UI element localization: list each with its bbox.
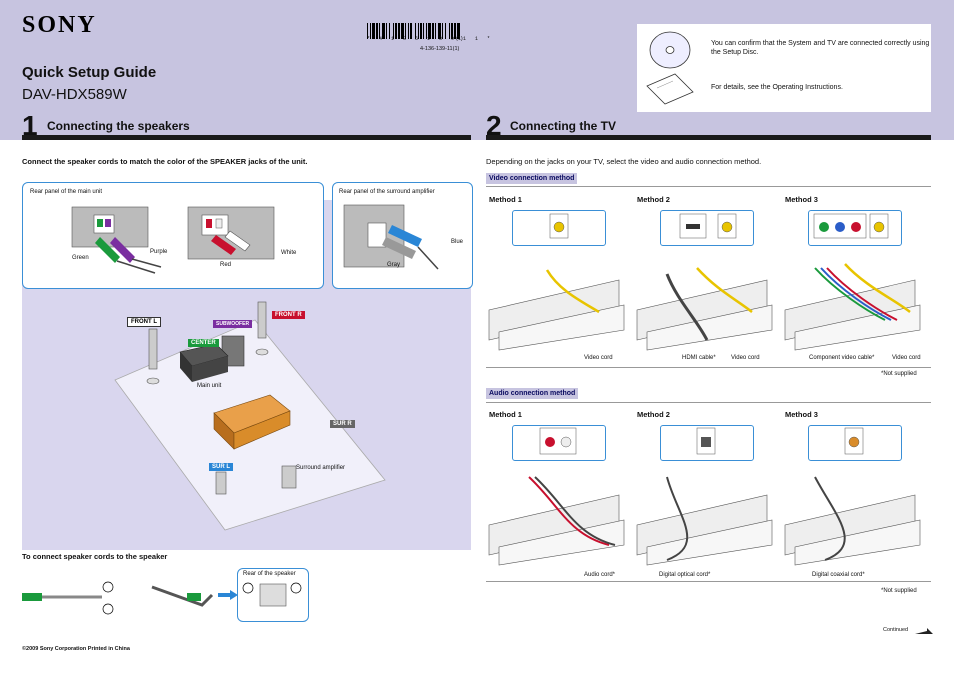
- speaker-terminal-illustration: [242, 582, 302, 607]
- manual-icon: [646, 73, 694, 105]
- audio-m1-connection-drawing: [488, 476, 625, 566]
- audio-method-3-label: Method 3: [785, 410, 818, 419]
- copyright: ©2009 Sony Corporation Printed in China: [22, 646, 130, 652]
- section1-lead: Connect the speaker cords to match the c…: [22, 157, 308, 166]
- video-m2-connection-drawing: [636, 267, 773, 351]
- video-m3-cord-2: Video cord: [892, 355, 921, 361]
- audio-rule-bottom: [486, 581, 931, 582]
- section2-title: Connecting the TV: [510, 119, 616, 133]
- audio-not-supplied: *Not supplied: [881, 588, 917, 594]
- video-m2-tv-panel: [660, 210, 754, 246]
- surround-amp-jacks: [343, 204, 439, 270]
- arrow-right-icon: [218, 590, 238, 600]
- label-blue: Blue: [451, 239, 464, 245]
- label-white: White: [281, 250, 297, 256]
- audio-m3-connection-drawing: [784, 476, 921, 566]
- video-rule-bottom: [486, 367, 931, 368]
- label-green: Green: [72, 255, 89, 261]
- info-manual-text: For details, see the Operating Instructi…: [711, 84, 843, 91]
- surround-amplifier-icon: [281, 465, 297, 489]
- video-method-heading: Video connection method: [486, 173, 578, 184]
- main-rear-panel: [22, 182, 324, 289]
- video-rule-top: [486, 186, 931, 187]
- audio-rule-top: [486, 402, 931, 403]
- continued-arrow-icon: [915, 628, 933, 634]
- section2-lead: Depending on the jacks on your TV, selec…: [486, 157, 762, 166]
- surround-amp-label: Surround amplifier: [296, 465, 346, 471]
- tag-front-l: FRONT L: [127, 317, 161, 327]
- video-method-1-label: Method 1: [489, 195, 522, 204]
- barcode: [367, 23, 460, 39]
- green-purple-plugs: [95, 237, 162, 274]
- rear-speaker-panel: [237, 568, 309, 622]
- section2-number: 2: [486, 110, 502, 141]
- section1-title: Connecting the speakers: [47, 119, 190, 133]
- setup-disc-icon: [649, 31, 691, 69]
- audio-method-2-label: Method 2: [637, 410, 670, 419]
- model-number: DAV-HDX589W: [22, 86, 127, 103]
- main-unit-label: Main unit: [197, 383, 222, 389]
- label-purple: Purple: [150, 249, 168, 255]
- sofa-icon: [213, 394, 291, 450]
- continued-label: Continued: [883, 627, 909, 633]
- main-unit-and-subwoofer: [179, 335, 245, 382]
- video-method-3-label: Method 3: [785, 195, 818, 204]
- barcode-suffix: (1): [456, 36, 463, 42]
- audio-m1-cord: Audio cord*: [584, 572, 616, 578]
- info-disc-text: You can confirm that the System and TV a…: [711, 40, 930, 56]
- label-gray: Gray: [387, 262, 401, 268]
- sur-l-speaker: [215, 471, 227, 495]
- page-title: Quick Setup Guide: [22, 64, 157, 81]
- audio-m3-cord: Digital coaxial cord*: [812, 572, 865, 578]
- video-m1-yellow-jack: [549, 213, 569, 239]
- rear-speaker-label: Rear of the speaker: [243, 571, 296, 577]
- surround-rear-label: Rear panel of the surround amplifier: [339, 189, 435, 195]
- video-m3-cord-1: Component video cable*: [809, 355, 875, 361]
- tag-sur-l: SUR L: [209, 463, 233, 471]
- section1-number: 1: [22, 110, 38, 141]
- video-m3-connection-drawing: [784, 263, 921, 351]
- video-m3-component-jacks: [813, 213, 889, 239]
- main-rear-label: Rear panel of the main unit: [30, 189, 103, 195]
- front-r-speaker: [255, 301, 269, 356]
- brand-logo: SONY: [22, 12, 97, 38]
- audio-m3-coaxial-jack: [844, 427, 864, 455]
- video-m2-cord-1: HDMI cable*: [682, 355, 716, 361]
- video-m1-cord-1: Video cord: [584, 355, 613, 361]
- video-m2-cord-2: Video cord: [731, 355, 760, 361]
- section1-rule: [22, 135, 471, 140]
- tag-subwoofer: SUBWOOFER: [213, 320, 253, 328]
- audio-m2-optical-jack: [696, 427, 716, 455]
- tag-front-r: FRONT R: [272, 311, 305, 319]
- audio-m1-rca-jacks: [539, 427, 577, 455]
- barcode-digits: * 4 1 3 6 1 3 9 1 1 *: [367, 36, 494, 42]
- speaker-cord-illustration: [22, 581, 214, 615]
- audio-m2-cord: Digital optical cord*: [659, 572, 711, 578]
- section2-rule: [486, 135, 931, 140]
- audio-method-heading: Audio connection method: [486, 388, 579, 399]
- audio-method-1-label: Method 1: [489, 410, 522, 419]
- main-unit-jacks-right: [187, 206, 275, 260]
- video-method-2-label: Method 2: [637, 195, 670, 204]
- video-m1-connection-drawing: [488, 269, 625, 351]
- connect-cords-title: To connect speaker cords to the speaker: [22, 552, 168, 561]
- audio-m2-connection-drawing: [636, 476, 773, 566]
- front-l-speaker: [146, 328, 160, 385]
- label-red: Red: [220, 262, 232, 268]
- video-not-supplied: *Not supplied: [881, 371, 917, 377]
- tag-sur-r: SUR R: [330, 420, 355, 428]
- tag-center: CENTER: [188, 339, 219, 347]
- part-number: 4-136-139-11(1): [420, 46, 460, 52]
- video-m2-hdmi-and-yellow-jacks: [679, 213, 737, 239]
